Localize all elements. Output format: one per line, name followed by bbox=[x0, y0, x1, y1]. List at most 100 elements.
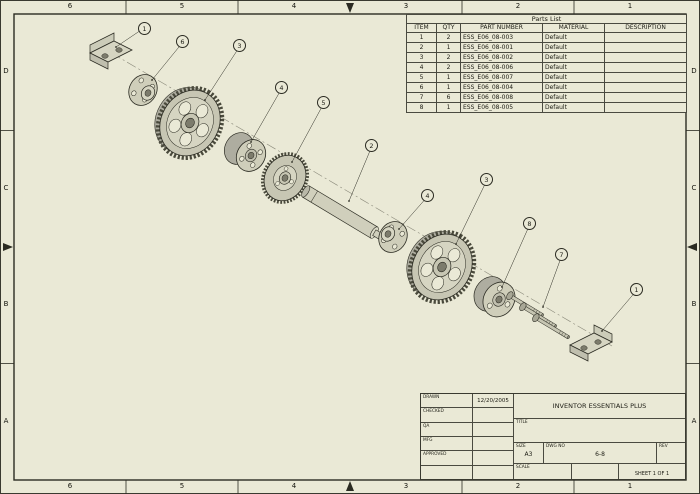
item-cell: 6 bbox=[406, 82, 437, 93]
approved-label: APPROVED bbox=[423, 452, 447, 458]
hub-flange-right bbox=[378, 221, 408, 253]
coupling-flange-left bbox=[223, 132, 267, 172]
zone-col-label: 4 bbox=[291, 2, 297, 10]
zone-col-label: 3 bbox=[403, 482, 409, 490]
part-number-cell: ESS_E06_08-004 bbox=[460, 82, 543, 93]
size-value: A3 bbox=[524, 451, 533, 458]
qty-cell: 1 bbox=[436, 102, 461, 113]
signoff-row-drawn: DRAWN 12/20/2005 bbox=[421, 394, 513, 409]
col-part-number: PART NUMBER bbox=[460, 23, 543, 33]
dwg-no-value: 6-8 bbox=[595, 451, 605, 458]
balloon-callout: 6 bbox=[176, 35, 189, 48]
drawn-date: 12/20/2005 bbox=[472, 394, 513, 408]
description-cell bbox=[603, 42, 688, 53]
qty-cell: 1 bbox=[436, 72, 461, 83]
title-block-signoff: DRAWN 12/20/2005 CHECKED QA MFG APPROVED bbox=[421, 394, 514, 479]
qty-cell: 1 bbox=[436, 82, 461, 93]
part-number-cell: ESS_E06_08-001 bbox=[460, 42, 543, 53]
zone-row-label: D bbox=[691, 67, 697, 75]
parts-row: 6 1 ESS_E06_08-004 Default bbox=[406, 82, 688, 93]
zone-col-label: 2 bbox=[515, 2, 521, 10]
qty-cell: 2 bbox=[436, 52, 461, 63]
zone-col-label: 2 bbox=[515, 482, 521, 490]
material-cell: Default bbox=[542, 82, 605, 93]
zone-col-label: 5 bbox=[179, 2, 185, 10]
part-number-cell: ESS_E06_08-002 bbox=[460, 52, 543, 63]
rev-cell: REV bbox=[657, 443, 685, 463]
description-cell bbox=[603, 82, 688, 93]
part-number-cell: ESS_E06_08-008 bbox=[460, 92, 543, 103]
shaft bbox=[301, 185, 387, 242]
parts-list-title: Parts List bbox=[405, 14, 688, 24]
centering-arrows bbox=[3, 3, 697, 491]
gear-right bbox=[406, 230, 477, 304]
part-number-cell: ESS_E06_08-005 bbox=[460, 102, 543, 113]
size-label: SIZE bbox=[516, 444, 526, 449]
mfg-date bbox=[472, 436, 513, 451]
approved-date bbox=[472, 451, 513, 465]
checked-date bbox=[472, 408, 513, 422]
material-cell: Default bbox=[542, 62, 605, 73]
zone-row-label: B bbox=[691, 300, 697, 308]
title-block-main: INVENTOR ESSENTIALS PLUS TITLE SIZE A3 D… bbox=[514, 394, 685, 479]
zone-col-label: 4 bbox=[291, 482, 297, 490]
zone-col-label: 3 bbox=[403, 2, 409, 10]
qa-label: QA bbox=[423, 423, 430, 429]
parts-list-header: ITEM QTY PART NUMBER MATERIAL DESCRIPTIO… bbox=[406, 23, 688, 33]
qty-cell: 6 bbox=[436, 92, 461, 103]
zone-col-label: 6 bbox=[67, 482, 73, 490]
balloon-callout: 3 bbox=[233, 39, 246, 52]
checked-label: CHECKED bbox=[423, 409, 444, 415]
gear-left bbox=[154, 86, 225, 160]
balloon-callout: 1 bbox=[138, 22, 151, 35]
zone-row-label: C bbox=[3, 184, 9, 192]
bolt bbox=[532, 313, 570, 340]
description-cell bbox=[603, 92, 688, 103]
col-item: ITEM bbox=[406, 23, 437, 33]
balloon-callout: 4 bbox=[275, 81, 288, 94]
item-cell: 7 bbox=[406, 92, 437, 103]
sheet-number: SHEET 1 OF 1 bbox=[634, 471, 670, 477]
description-cell bbox=[603, 72, 688, 83]
parts-list-table: Parts List ITEM QTY PART NUMBER MATERIAL… bbox=[405, 14, 688, 113]
scale-label: SCALE bbox=[516, 465, 530, 470]
size-dwg-rev-row: SIZE A3 DWG NO 6-8 REV bbox=[514, 443, 685, 464]
col-description: DESCRIPTION bbox=[603, 23, 688, 33]
material-cell: Default bbox=[542, 92, 605, 103]
parts-row: 7 6 ESS_E06_08-008 Default bbox=[406, 92, 688, 103]
description-cell bbox=[603, 62, 688, 73]
title-block: DRAWN 12/20/2005 CHECKED QA MFG APPROVED bbox=[420, 393, 686, 480]
qty-cell: 1 bbox=[436, 42, 461, 53]
dwg-no-label: DWG NO bbox=[546, 444, 565, 449]
col-qty: QTY bbox=[436, 23, 461, 33]
parts-row: 1 2 ESS_E06_08-003 Default bbox=[406, 32, 688, 43]
item-cell: 8 bbox=[406, 102, 437, 113]
rev-label: REV bbox=[659, 444, 668, 449]
material-cell: Default bbox=[542, 32, 605, 43]
bracket-left bbox=[89, 32, 133, 70]
mfg-label: MFG bbox=[423, 437, 433, 443]
balloon-callout: 4 bbox=[421, 189, 434, 202]
signoff-row-qa: QA bbox=[421, 422, 513, 437]
item-cell: 1 bbox=[406, 32, 437, 43]
title-label: TITLE bbox=[516, 420, 528, 425]
qa-date bbox=[472, 422, 513, 436]
zone-row-label: A bbox=[3, 417, 9, 425]
item-cell: 3 bbox=[406, 52, 437, 63]
scale-sheet-row: SCALE SHEET 1 OF 1 bbox=[514, 464, 685, 479]
part-number-cell: ESS_E06_08-006 bbox=[460, 62, 543, 73]
zone-col-label: 5 bbox=[179, 482, 185, 490]
hub-flange-left bbox=[128, 74, 158, 106]
zone-row-label: D bbox=[3, 67, 9, 75]
parts-row: 8 1 ESS_E06_08-005 Default bbox=[406, 102, 688, 113]
sheet-cell: SHEET 1 OF 1 bbox=[619, 464, 685, 479]
signoff-row-mfg: MFG bbox=[421, 436, 513, 452]
signoff-row-empty bbox=[421, 465, 513, 479]
sprocket bbox=[260, 152, 310, 204]
material-cell: Default bbox=[542, 42, 605, 53]
drawn-label: DRAWN bbox=[423, 395, 440, 400]
item-cell: 4 bbox=[406, 62, 437, 73]
description-cell bbox=[603, 32, 688, 43]
signoff-row-checked: CHECKED bbox=[421, 408, 513, 423]
signoff-row-approved: APPROVED bbox=[421, 451, 513, 466]
